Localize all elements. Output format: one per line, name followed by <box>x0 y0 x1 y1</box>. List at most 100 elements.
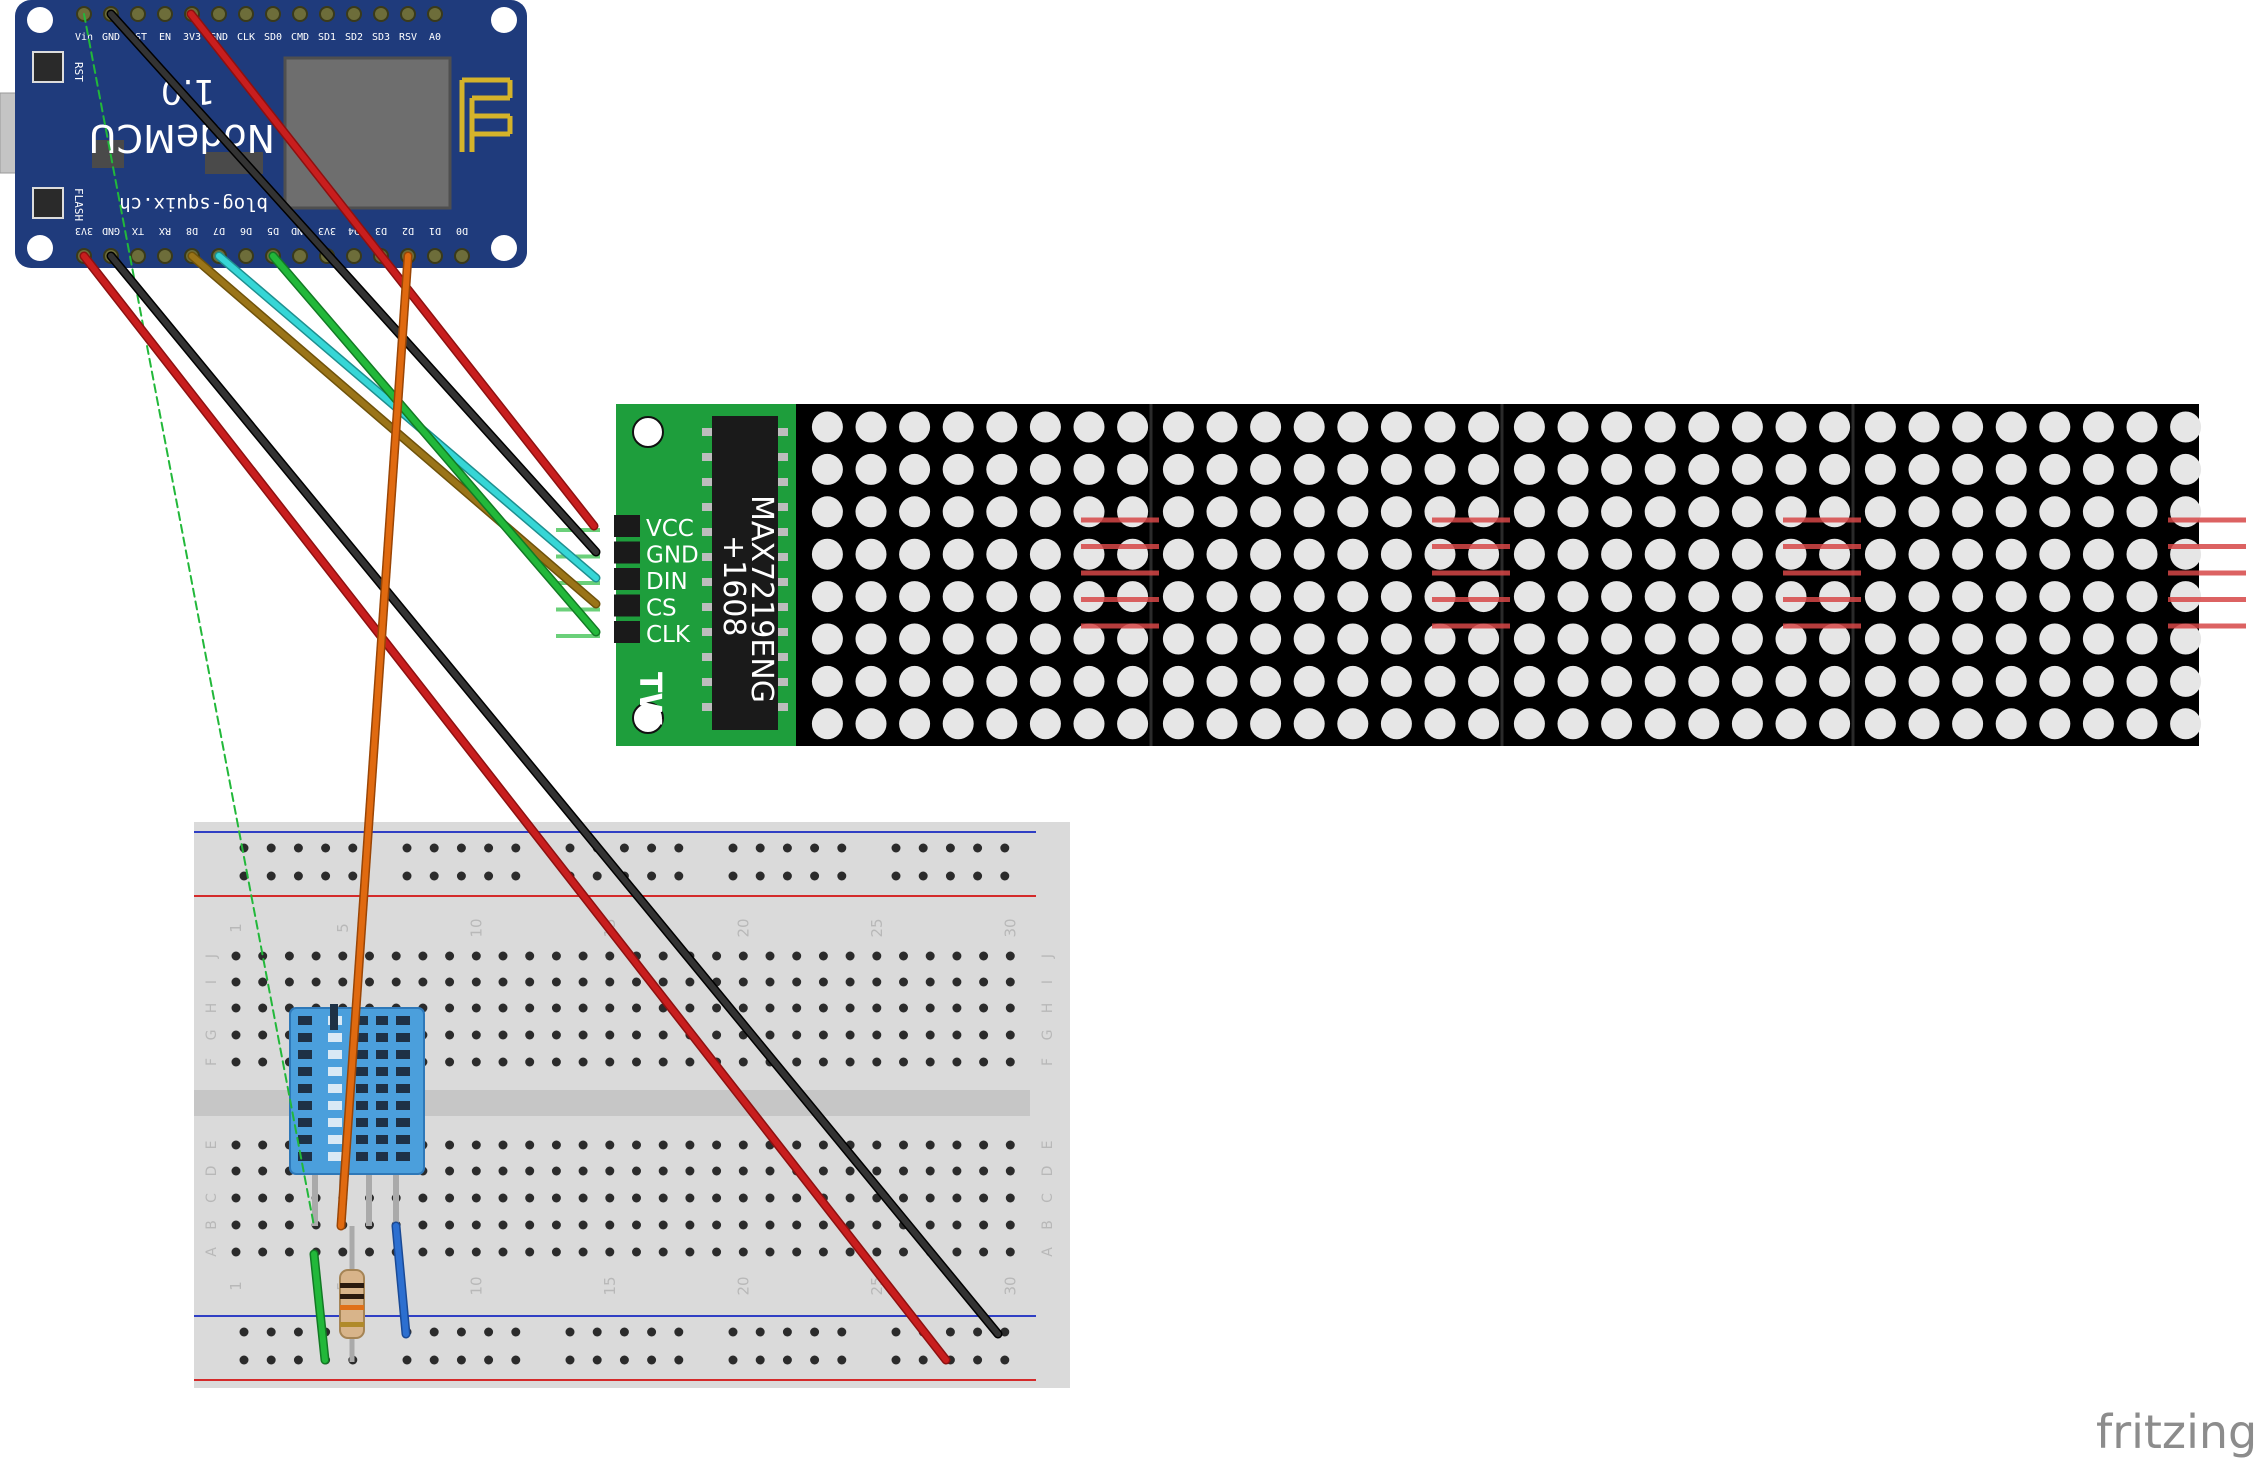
bb-hole <box>418 1247 428 1257</box>
header-pin <box>319 6 335 22</box>
bb-hole <box>498 951 508 961</box>
bb-hole <box>899 1247 908 1257</box>
bb-hole <box>418 951 428 961</box>
bb-hole <box>872 1057 882 1067</box>
header-pin <box>454 248 470 264</box>
grille-slot <box>298 1050 312 1059</box>
led-dot <box>2170 496 2202 528</box>
led-dot <box>1864 708 1896 740</box>
grille-slot <box>376 1016 388 1025</box>
bb-row-letter: C <box>1040 1193 1056 1203</box>
bb-hole <box>925 1140 935 1150</box>
led-dot <box>811 581 843 613</box>
led-dot <box>899 665 931 697</box>
led-dot <box>1731 581 1763 613</box>
grille-slot <box>376 1118 388 1127</box>
matrix-pin-label: VCC <box>646 516 694 542</box>
led-dot <box>1468 623 1500 655</box>
bb-row-letter: C <box>204 1193 220 1203</box>
bb-hole <box>765 1220 775 1230</box>
led-dot <box>1513 538 1545 570</box>
led-dot <box>1029 496 1061 528</box>
led-dot <box>2126 538 2158 570</box>
bb-hole <box>658 1193 668 1203</box>
led-dot <box>1029 453 1061 485</box>
rail-hole <box>592 871 602 881</box>
led-dot <box>1688 496 1720 528</box>
led-dot <box>855 581 887 613</box>
bb-hole <box>632 1140 641 1150</box>
bb-hole <box>818 1166 828 1176</box>
bb-hole <box>845 1193 855 1203</box>
pin-label-top: RSV <box>399 32 417 43</box>
led-dot <box>1775 411 1807 443</box>
bb-hole <box>738 1003 748 1013</box>
grille-slot <box>298 1016 312 1025</box>
bb-hole <box>979 1193 989 1203</box>
header-pin <box>427 6 443 22</box>
bb-hole <box>765 1166 775 1176</box>
rail-hole <box>565 1327 575 1337</box>
header-pin <box>130 248 146 264</box>
bb-hole <box>231 1220 241 1230</box>
grille-slot <box>356 1016 368 1025</box>
led-dot <box>2126 453 2158 485</box>
rail-hole <box>728 1327 738 1337</box>
flash-button[interactable] <box>32 187 64 219</box>
led-dot <box>1468 453 1500 485</box>
rail-hole <box>456 871 466 881</box>
grille-slot <box>376 1135 388 1144</box>
bb-hole <box>632 1247 641 1257</box>
bb-hole <box>765 1247 775 1257</box>
header-pin <box>265 6 281 22</box>
led-dot <box>942 581 974 613</box>
bb-hole <box>792 1193 802 1203</box>
led-dot <box>1601 538 1633 570</box>
rail-hole <box>321 871 331 881</box>
bb-hole <box>418 977 428 987</box>
grille-slot <box>356 1084 368 1093</box>
rail-hole <box>973 1355 983 1365</box>
rst-button[interactable] <box>32 51 64 83</box>
bb-hole <box>551 1003 561 1013</box>
led-dot <box>1775 496 1807 528</box>
rail-hole <box>674 843 684 853</box>
ic-leg <box>702 703 712 711</box>
rail-hole <box>293 1327 303 1337</box>
led-dot <box>1601 411 1633 443</box>
rail-hole <box>511 1327 521 1337</box>
led-dot <box>855 623 887 655</box>
bb-hole <box>445 1220 455 1230</box>
bb-hole <box>845 1166 855 1176</box>
led-dot <box>1206 453 1238 485</box>
led-dot <box>1337 538 1369 570</box>
grille-slot <box>376 1101 388 1110</box>
led-dot <box>2082 708 2114 740</box>
led-dot <box>2170 411 2202 443</box>
bb-hole <box>792 1030 802 1040</box>
rail-hole <box>266 1355 276 1365</box>
bb-hole <box>498 1220 508 1230</box>
resistor <box>339 1226 365 1362</box>
led-dot <box>1206 411 1238 443</box>
led-dot <box>1731 411 1763 443</box>
led-dot <box>1029 665 1061 697</box>
bb-hole <box>445 1030 455 1040</box>
led-dot <box>1644 708 1676 740</box>
bb-hole <box>952 1166 962 1176</box>
bb-hole <box>925 1220 935 1230</box>
bb-hole <box>258 1057 268 1067</box>
led-dot <box>2082 411 2114 443</box>
bb-hole <box>872 1140 882 1150</box>
bb-hole <box>685 977 695 987</box>
header-pin <box>238 6 254 22</box>
pin-label-top: SD1 <box>318 32 336 43</box>
bb-hole <box>231 1003 241 1013</box>
bb-row-letter: J <box>1040 954 1056 959</box>
grille-slot <box>396 1152 410 1161</box>
rail-hole <box>402 871 412 881</box>
bb-hole <box>952 977 962 987</box>
grille-slot <box>376 1033 388 1042</box>
bb-hole <box>551 1030 561 1040</box>
bb-hole <box>445 1193 455 1203</box>
